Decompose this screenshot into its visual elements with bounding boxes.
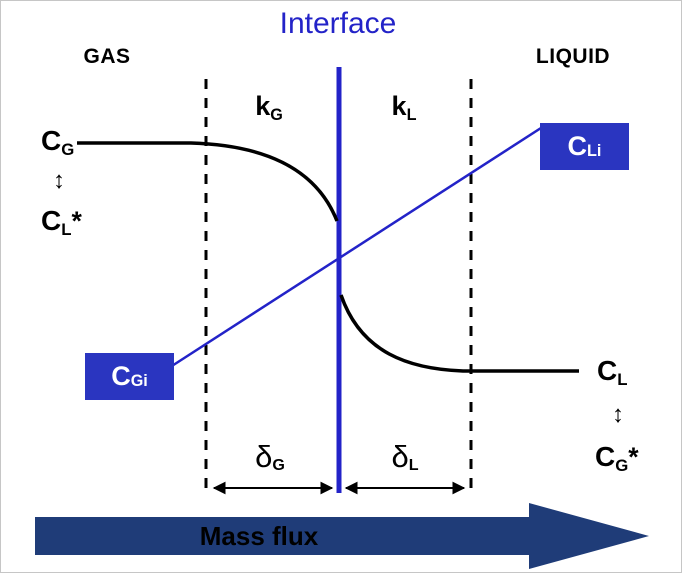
interface-title: Interface [279,7,397,40]
liquid-region-label: LIQUID [535,45,611,68]
cli-symbol: C [567,131,588,161]
kl-subscript: L [406,105,417,124]
gas-concentration-profile-curve [77,141,339,222]
delta-l-subscript: L [408,455,419,474]
kl-symbol: k [391,91,407,121]
delta-l-symbol: δ [391,439,409,474]
cl-star-asterisk: * [71,206,82,236]
gas-equilibrium-updown-arrow: ↕ [53,167,65,194]
cl-star-label: CL* [41,205,82,238]
cgi-symbol: C [111,361,131,391]
kg-subscript: G [270,105,283,124]
delta-g-symbol: δ [255,439,273,474]
cli-subscript: Li [587,142,602,161]
cgi-subscript: Gi [130,372,148,391]
cl-label: CL [597,355,628,388]
cg-label: CG [41,125,74,158]
cg-star-subscript: G [615,456,629,476]
liquid-concentration-profile-curve [339,294,579,373]
kl-label: kL [391,91,417,123]
cl-symbol: C [597,355,618,386]
kg-symbol: k [255,91,271,121]
cg-symbol: C [41,125,62,156]
delta-l-label: δL [391,439,419,474]
mass-flux-arrow [35,503,649,569]
cg-star-asterisk: * [628,442,639,472]
gas-region-label: GAS [83,45,131,68]
delta-g-label: δG [255,439,285,474]
cg-subscript: G [61,140,75,160]
liquid-equilibrium-updown-arrow: ↕ [612,401,624,428]
cg-star-symbol: C [595,441,616,472]
mass-flux-label: Mass flux [199,521,319,551]
cl-subscript: L [617,370,628,390]
cl-star-subscript: L [61,220,72,240]
cl-star-symbol: C [41,205,62,236]
equilibrium-diagonal-line [160,126,542,375]
delta-g-subscript: G [272,455,285,474]
cg-star-label: CG* [595,441,639,474]
kg-label: kG [255,91,283,123]
